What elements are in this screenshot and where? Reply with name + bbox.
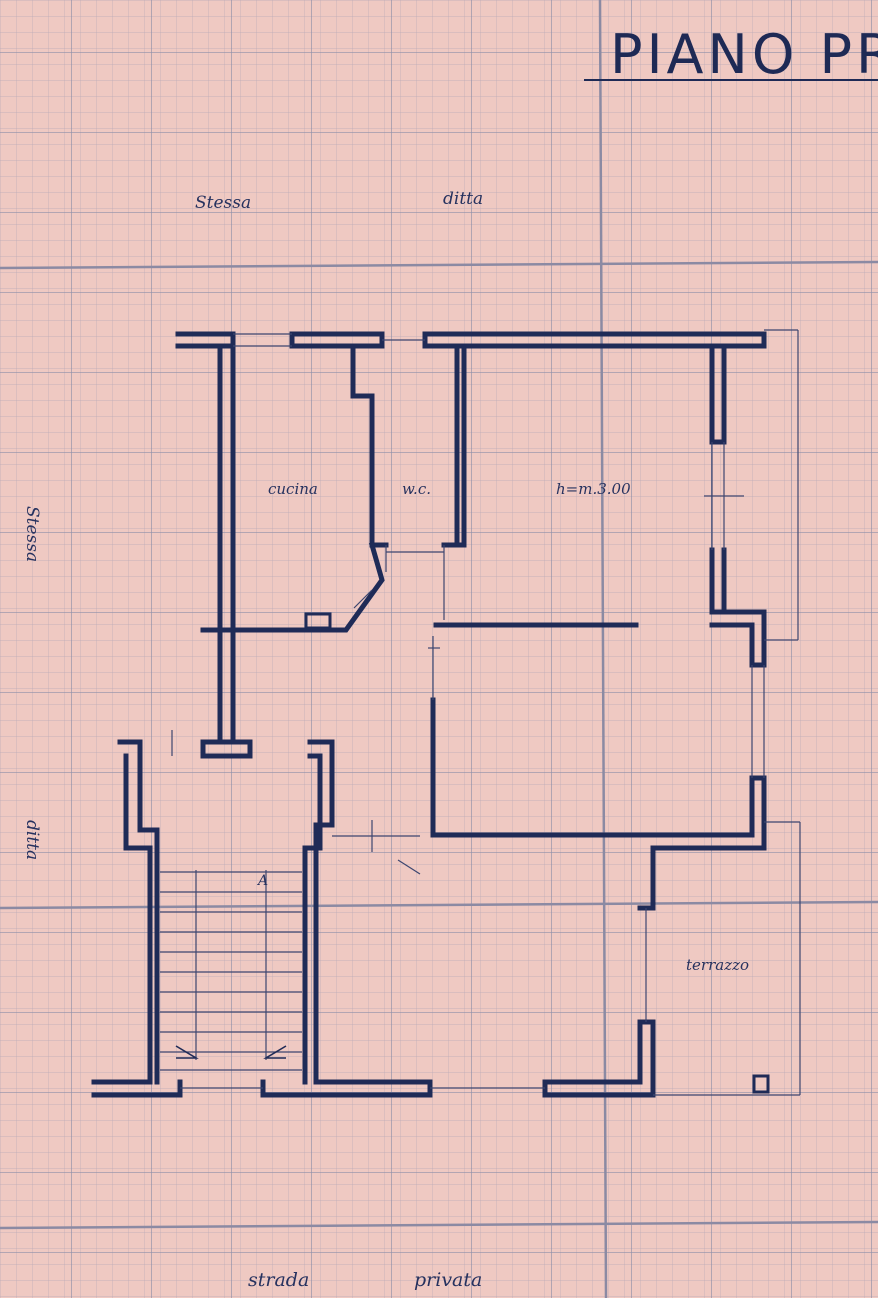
- label-left-upper: Stessa: [22, 506, 42, 562]
- room-label-terrace: terrazzo: [686, 956, 749, 974]
- room-label-kitchen: cucina: [268, 480, 318, 498]
- label-left-lower: ditta: [22, 820, 42, 860]
- label-top-right: ditta: [443, 189, 483, 209]
- openings-and-thin-lines: [171, 329, 801, 1096]
- room-height-label: h=m.3.00: [556, 480, 631, 498]
- terrace-pillar: [752, 1074, 770, 1094]
- stair-arrows: [175, 1045, 287, 1059]
- label-bottom-left: strada: [248, 1269, 309, 1291]
- kitchen-fixture: [304, 612, 332, 630]
- room-label-wc: w.c.: [402, 480, 431, 498]
- stair-treads: [160, 870, 302, 1071]
- stair-marker: A: [256, 873, 268, 889]
- wall-top-left-stub: [175, 331, 236, 349]
- label-bottom-right: privata: [414, 1269, 482, 1291]
- plan-title: PIANO PRIM: [610, 23, 878, 86]
- label-top-left: Stessa: [195, 193, 251, 213]
- title-block: PIANO PRIM: [584, 23, 878, 86]
